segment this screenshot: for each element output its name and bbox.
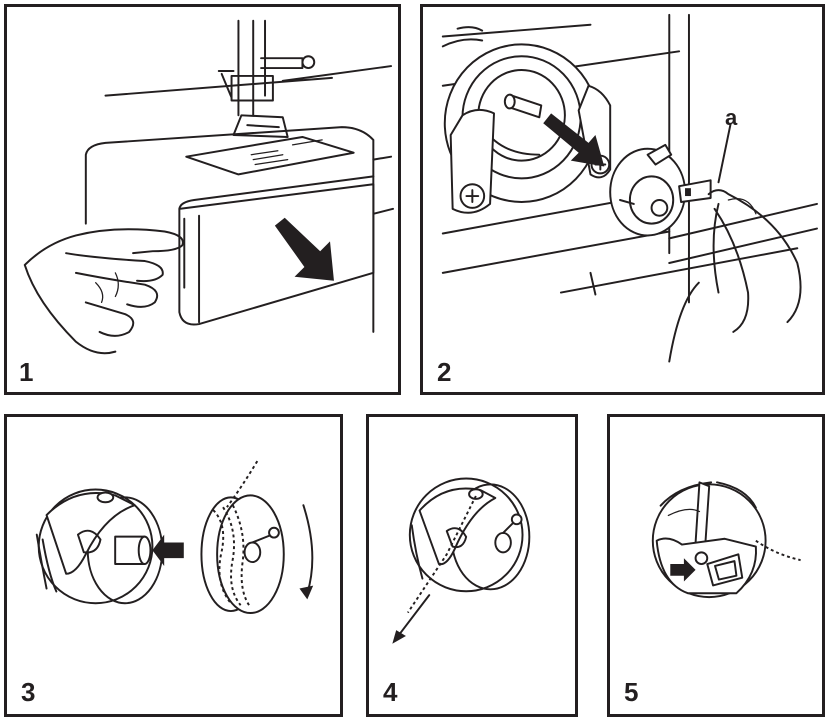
- thread: [407, 495, 477, 614]
- step-panel-2: a 2: [420, 4, 825, 395]
- step-panel-3: 3: [4, 414, 343, 717]
- bobbin-latch: [678, 179, 712, 203]
- step-number-4: 4: [383, 677, 398, 707]
- step-number-2: 2: [437, 357, 452, 387]
- step-panel-1: 1: [4, 4, 401, 395]
- step-number-1: 1: [19, 357, 34, 387]
- remove-arrow: [543, 113, 605, 167]
- step-panel-5: 5: [607, 414, 825, 717]
- step-panel-4: 4: [366, 414, 578, 717]
- presser-foot-assembly: [217, 19, 316, 138]
- insert-arrow: [152, 534, 184, 566]
- accessory-cover: [178, 183, 375, 326]
- pull-arrow: [274, 217, 334, 281]
- step-number-5: 5: [624, 677, 639, 707]
- hand-icon: [668, 189, 802, 363]
- step-2-illustration: [441, 13, 818, 363]
- step-number-3: 3: [21, 677, 36, 707]
- callout-label-a: a: [725, 105, 738, 130]
- pull-arrow: [397, 594, 431, 637]
- free-arm: [84, 126, 375, 333]
- retainer-lever-right: [577, 84, 612, 179]
- step-3-illustration: [35, 460, 314, 615]
- step-4-illustration: [392, 477, 531, 644]
- callout-leader: [717, 124, 732, 184]
- machine-arm: [104, 65, 393, 97]
- retainer-lever-left: [449, 108, 495, 214]
- rotation-arrow: [302, 504, 314, 595]
- thread: [755, 539, 801, 562]
- needle-plate: [185, 135, 355, 176]
- hand-icon: [23, 228, 184, 355]
- thread-winding: [212, 504, 252, 608]
- step-1-illustration: [23, 19, 395, 355]
- step-5-illustration: [651, 481, 801, 599]
